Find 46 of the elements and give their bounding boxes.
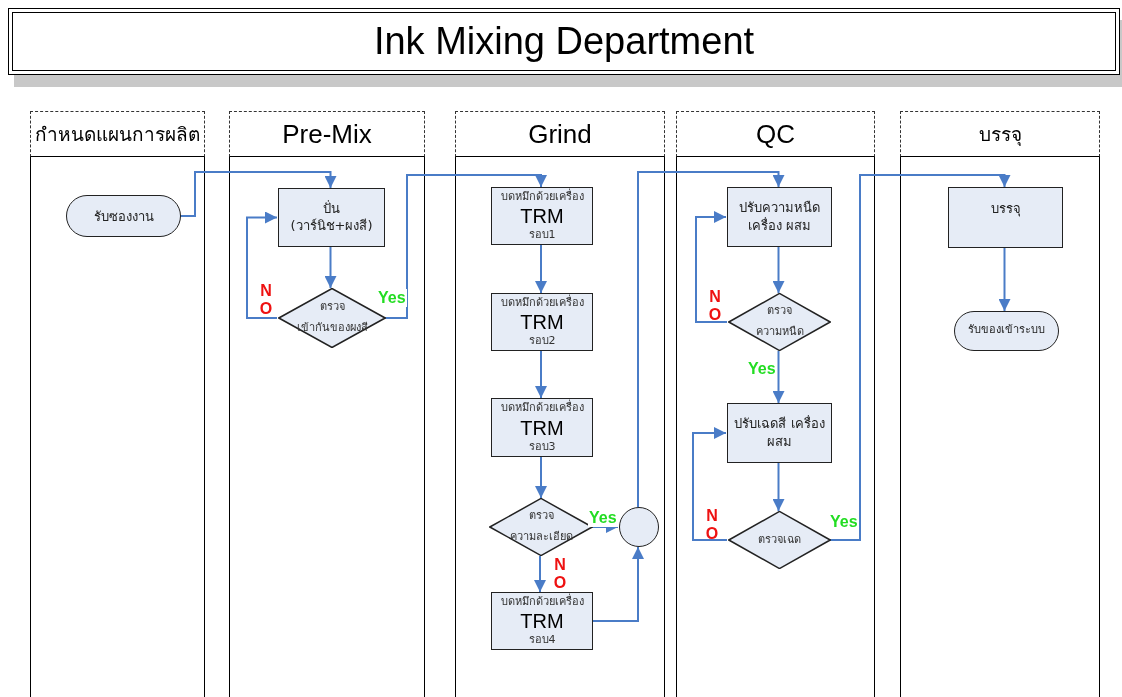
process-box: ปั่น (วาร์นิช+ผงสี): [278, 188, 385, 247]
edge-label: NO: [707, 288, 723, 324]
edge-label: NO: [704, 507, 720, 543]
decision-diamond: ตรวจเฉด: [728, 511, 831, 569]
lane-header: บรรจุ: [900, 111, 1100, 157]
lane-header: Pre-Mix: [229, 111, 425, 157]
swimlane: [900, 111, 1100, 697]
process-box: ปรับความหนืด เครื่อง ผสม: [727, 187, 832, 247]
arrow: [772, 350, 785, 404]
arrow: [998, 247, 1011, 312]
arrow: [692, 427, 728, 541]
process-box: บรรจุ: [948, 187, 1063, 248]
edge-label: NO: [258, 282, 274, 318]
decision-diamond: ตรวจ ความหนืด: [728, 293, 831, 351]
arrow: [535, 350, 547, 399]
swimlane: [30, 111, 205, 697]
edge-label: Yes: [588, 509, 618, 527]
process-box: บดหมึกด้วยเครื่อง TRM รอบ4: [491, 592, 593, 650]
edge-label: Yes: [377, 289, 407, 307]
terminal-box: รับของเข้าระบบ: [954, 311, 1059, 351]
connector-circle: [619, 507, 659, 547]
swimlane: [455, 111, 665, 697]
lane-header: Grind: [455, 111, 665, 157]
process-box: บดหมึกด้วยเครื่อง TRM รอบ2: [491, 293, 593, 351]
arrow: [695, 211, 728, 323]
process-box: ปรับเฉดสี เครื่อง ผสม: [727, 403, 832, 463]
arrow: [324, 246, 337, 289]
swimlane: [676, 111, 875, 697]
terminal-box: รับซองงาน: [66, 195, 181, 237]
process-box: บดหมึกด้วยเครื่อง TRM รอบ3: [491, 398, 593, 457]
arrow: [535, 456, 547, 499]
process-box: บดหมึกด้วยเครื่อง TRM รอบ1: [491, 187, 593, 245]
arrow: [246, 211, 278, 319]
arrow: [535, 244, 547, 294]
arrow: [772, 462, 785, 512]
arrow: [179, 171, 337, 217]
arrow: [637, 171, 785, 508]
swimlane: [229, 111, 425, 697]
arrow: [384, 174, 547, 319]
arrow: [534, 555, 546, 593]
arrow: [591, 546, 644, 622]
lane-header: กำหนดแผนการผลิต: [30, 111, 205, 157]
edge-label: NO: [552, 556, 568, 592]
arrow: [829, 174, 1011, 541]
lane-header: QC: [676, 111, 875, 157]
arrow: [772, 246, 785, 294]
